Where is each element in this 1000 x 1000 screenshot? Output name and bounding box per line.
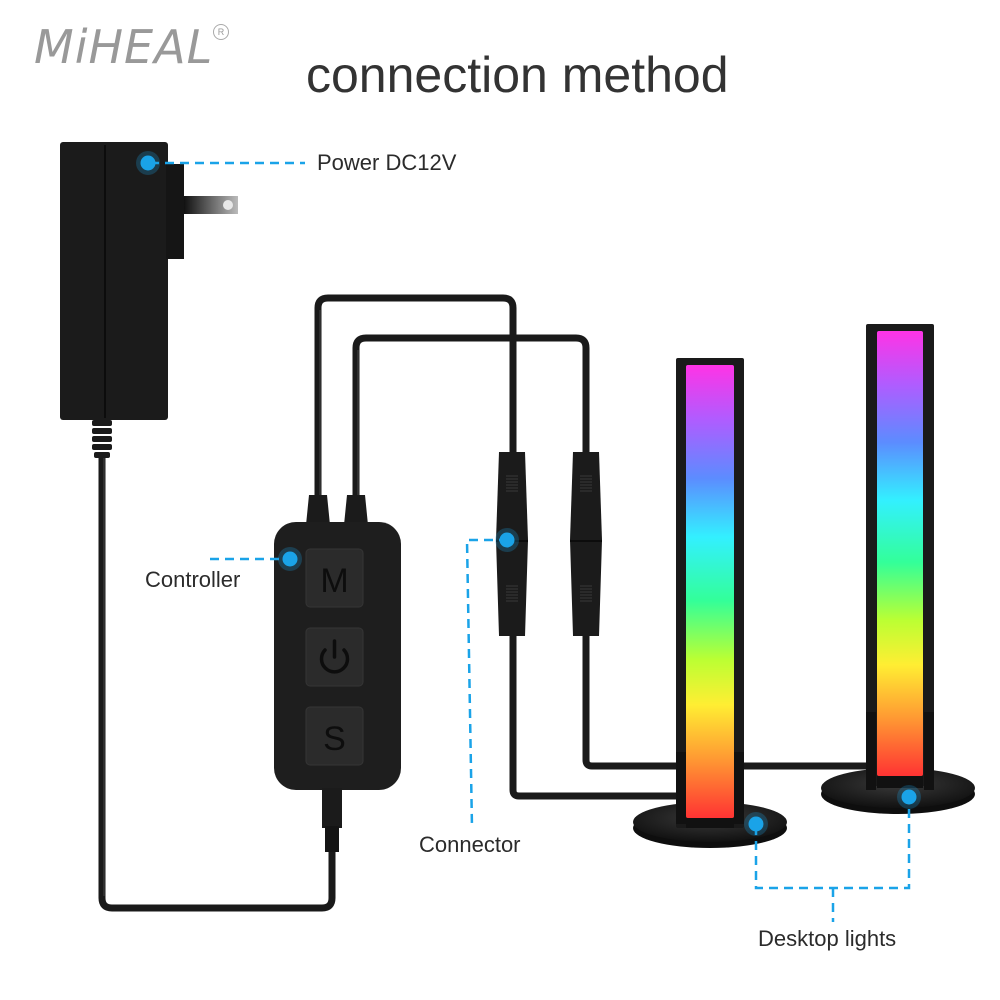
cables xyxy=(98,294,870,912)
connector-callout-line xyxy=(465,538,508,829)
controller-label: Controller xyxy=(145,567,241,592)
speed-button-label: S xyxy=(323,720,346,758)
brand-logo: MiHEAL xyxy=(34,20,214,74)
light2-callout-dot xyxy=(901,789,917,805)
power-icon xyxy=(319,639,350,674)
callout-dots xyxy=(136,151,921,836)
mode-button-label: M xyxy=(320,562,348,600)
desktop-light-1 xyxy=(633,358,787,848)
power-label: Power DC12V xyxy=(317,150,457,175)
controller-callout-dot xyxy=(282,551,298,567)
power-callout-dot xyxy=(140,155,156,171)
controller: M S xyxy=(274,495,401,852)
power-button[interactable] xyxy=(305,627,364,687)
page-title: connection method xyxy=(306,47,729,103)
mode-button[interactable]: M xyxy=(305,548,364,608)
speed-button[interactable]: S xyxy=(305,706,364,766)
power-adapter xyxy=(60,142,238,458)
desktop-light-2 xyxy=(821,324,975,814)
connector-2 xyxy=(570,452,602,636)
connector-callout-dot xyxy=(499,532,515,548)
light1-callout-dot xyxy=(748,816,764,832)
connector-label: Connector xyxy=(419,832,521,857)
callouts xyxy=(150,161,911,922)
desktop-lights-label: Desktop lights xyxy=(758,926,897,951)
registered-mark: R xyxy=(213,24,229,40)
